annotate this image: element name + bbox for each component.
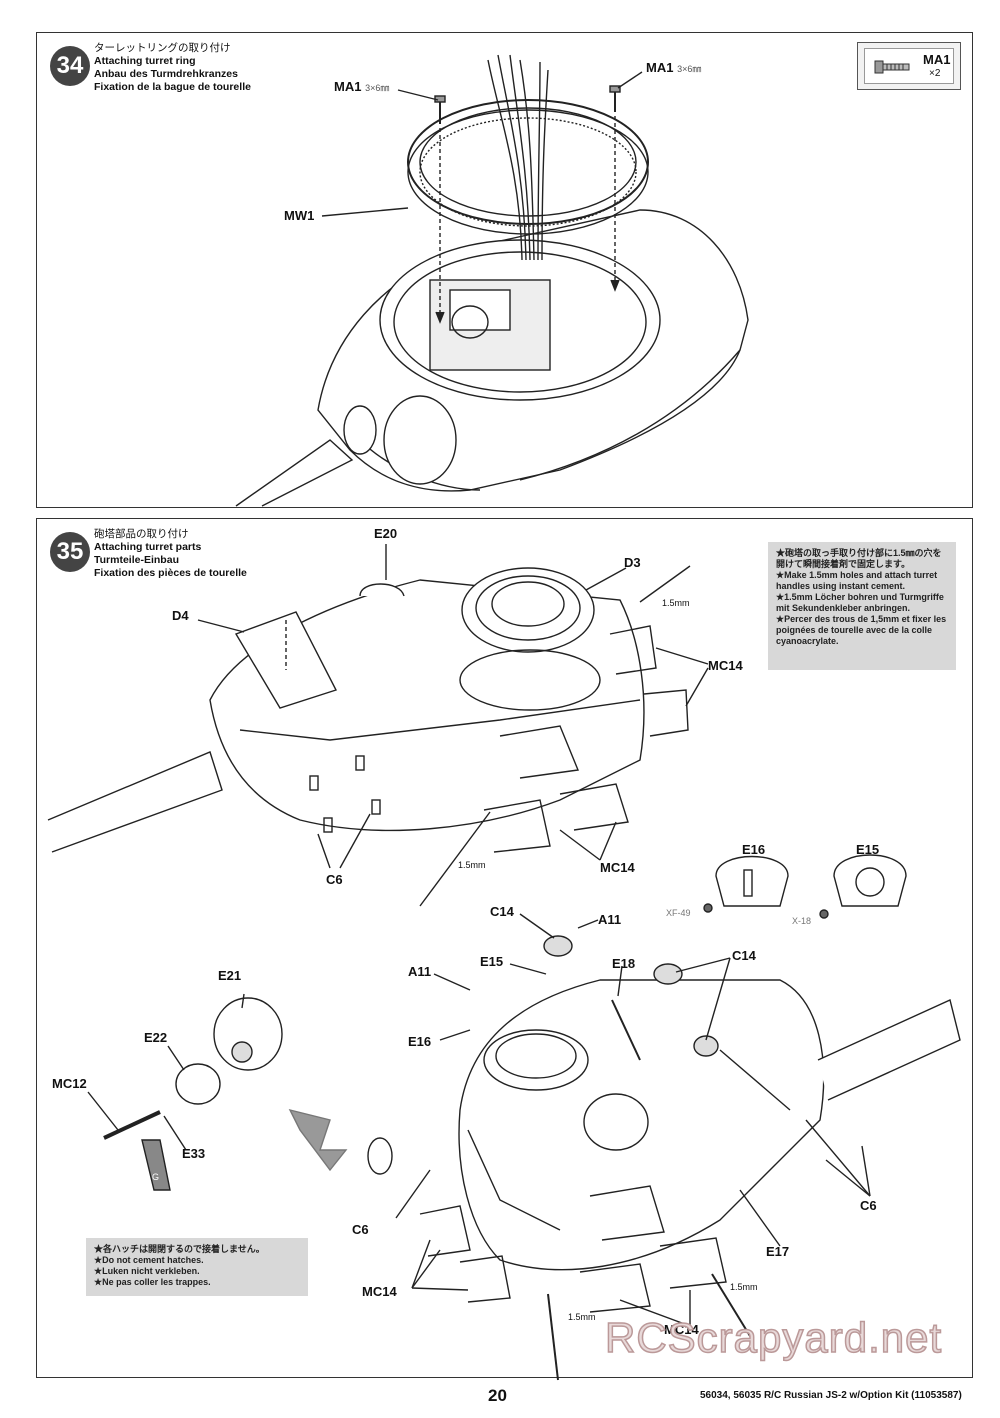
title-ja: 砲塔部品の取り付け	[94, 528, 189, 540]
note-handles: ★砲塔の取っ手取り付け部に1.5㎜の穴を開けて瞬間接着剤で固定します。 ★Mak…	[768, 542, 956, 670]
label-1-5mm-b: 1.5mm	[458, 860, 486, 870]
label-mw1: MW1	[284, 208, 315, 223]
title-de: Turmteile-Einbau	[94, 554, 179, 566]
label-1-5mm-a: 1.5mm	[662, 598, 690, 608]
label-mc14-a: MC14	[708, 658, 743, 673]
label-c14-a: C14	[490, 904, 514, 919]
label-x18: X-18	[792, 916, 812, 926]
step-number-35: 35	[50, 532, 90, 572]
label-g: G	[152, 1172, 160, 1182]
label-e15-b: E15	[480, 954, 504, 969]
label-1-5mm-c: 1.5mm	[730, 1282, 758, 1292]
parts-box-qty: ×2	[929, 68, 941, 79]
parts-box-label: MA1	[923, 52, 951, 67]
label-e17: E17	[766, 1244, 790, 1259]
step-34-title: ターレットリングの取り付け Attaching turret ring Anba…	[94, 42, 251, 94]
model-info: 56034, 56035 R/C Russian JS-2 w/Option K…	[700, 1390, 962, 1401]
title-ja: ターレットリングの取り付け	[94, 42, 231, 54]
label-a11-a: A11	[598, 912, 622, 927]
title-en: Attaching turret parts	[94, 541, 202, 553]
label-c14-b: C14	[732, 948, 756, 963]
title-fr: Fixation des pièces de tourelle	[94, 567, 247, 579]
title-de: Anbau des Turmdrehkranzes	[94, 68, 238, 80]
label-d3: D3	[624, 555, 641, 570]
label-e20: E20	[374, 526, 398, 541]
label-c6-a: C6	[326, 872, 343, 887]
label-e15: E15	[856, 842, 880, 857]
title-fr: Fixation de la bague de tourelle	[94, 81, 251, 93]
screw-icon	[874, 60, 910, 74]
label-d4: D4	[172, 608, 189, 623]
page-number: 20	[488, 1386, 507, 1405]
label-e22: E22	[144, 1030, 168, 1045]
label-ma1-left: MA1 3×6㎜	[334, 79, 390, 94]
label-mc14-d: MC14	[664, 1322, 699, 1337]
label-mc14-b: MC14	[600, 860, 635, 875]
label-e21: E21	[218, 968, 242, 983]
parts-box-ma1: MA1 ×2	[857, 42, 961, 90]
label-c6-b: C6	[352, 1222, 369, 1237]
label-e16: E16	[742, 842, 766, 857]
title-en: Attaching turret ring	[94, 55, 196, 67]
label-ma1-right: MA1 3×6㎜	[646, 60, 702, 75]
label-e18: E18	[612, 956, 636, 971]
label-a11-b: A11	[408, 964, 432, 979]
label-xf49: XF-49	[666, 908, 691, 918]
label-1-5mm-d: 1.5mm	[568, 1312, 596, 1322]
label-mc12: MC12	[52, 1076, 87, 1091]
label-c6-c: C6	[860, 1198, 877, 1213]
step-35-title: 砲塔部品の取り付け Attaching turret parts Turmtei…	[94, 528, 247, 580]
step-number-34: 34	[50, 46, 90, 86]
label-mc14-c: MC14	[362, 1284, 397, 1299]
watermark: RCScrapyard.net	[604, 1313, 943, 1362]
label-e16-b: E16	[408, 1034, 432, 1049]
label-e33: E33	[182, 1146, 206, 1161]
note-hatches: ★各ハッチは開閉するので接着しません。 ★Do not cement hatch…	[86, 1238, 308, 1296]
